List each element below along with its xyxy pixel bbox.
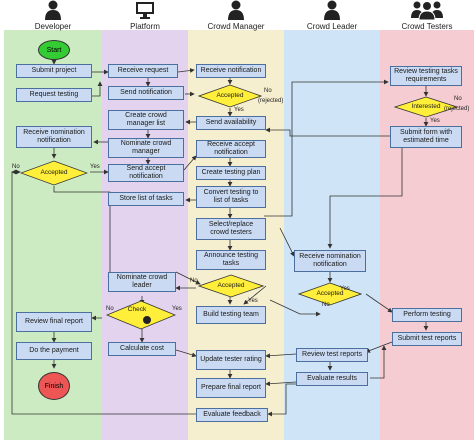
update-rating-box: Update tester rating [196, 350, 266, 370]
receive-notification-box: Receive notification [196, 64, 266, 78]
accepted-decision-manager-2 [198, 274, 264, 298]
decision-label: Accepted [216, 92, 244, 99]
branch-label: Yes [248, 298, 258, 304]
start-terminal: Start [38, 40, 70, 60]
decision-label: Accepted [217, 282, 245, 289]
receive-accept-box: Receive accept notification [196, 140, 266, 158]
decision-label: Accepted [316, 290, 344, 297]
create-manager-list-box: Create crowd manager list [108, 110, 184, 130]
branch-label: Yes [172, 306, 182, 312]
lane-title: Crowd Manager [207, 22, 265, 31]
request-testing-box: Request testing [16, 88, 92, 102]
select-testers-box: Select/replace crowd testers [196, 218, 266, 240]
header-developer: Developer [4, 0, 102, 32]
branch-label: Yes [90, 164, 100, 170]
lane-testers [380, 30, 474, 440]
interested-decision [394, 96, 458, 118]
decision-label: Accepted [40, 169, 68, 176]
announce-tasks-box: Announce testing tasks [196, 250, 266, 270]
nominate-manager-box: Nominate crowd manager [108, 138, 184, 158]
branch-label: No [264, 88, 272, 94]
lane-title: Developer [34, 22, 72, 31]
review-requirements-box: Review testing tasks requirements [390, 66, 462, 86]
lane-title: Crowd Leader [306, 22, 358, 31]
branch-label: (rejected) [258, 98, 284, 104]
lane-title: Crowd Testers [401, 22, 453, 31]
create-plan-box: Create testing plan [196, 166, 266, 180]
branch-label: Yes [234, 107, 244, 113]
branch-label: No [12, 164, 20, 170]
submit-project-box: Submit project [16, 64, 92, 78]
branch-label: No [322, 302, 330, 308]
receive-request-box: Receive request [108, 64, 178, 78]
branch-label: No [454, 96, 462, 102]
finish-terminal: Finish [38, 372, 70, 400]
prepare-report-box: Prepare final report [196, 378, 266, 398]
send-accept-box: Send accept notification [108, 164, 184, 182]
header-testers: Crowd Testers [380, 0, 474, 32]
decision-label: Check [127, 306, 147, 313]
group-icon [411, 1, 443, 20]
send-availability-box: Send availability [196, 116, 266, 130]
branch-label: No [106, 306, 114, 312]
person-icon [228, 0, 244, 20]
calculate-cost-box: Calculate cost [108, 342, 176, 356]
evaluate-feedback-box: Evaluate feedback [196, 408, 268, 422]
submit-form-box: Submit form with estimated time [390, 126, 462, 148]
branch-label: No [190, 278, 198, 284]
accepted-decision-manager [198, 84, 262, 108]
send-notification-box: Send notification [108, 86, 184, 100]
header-leader: Crowd Leader [284, 0, 380, 32]
receive-nomination-dev-box: Receive nomination notification [16, 126, 92, 148]
person-icon [324, 0, 340, 20]
header-manager: Crowd Manager [188, 0, 284, 32]
do-payment-box: Do the payment [16, 342, 92, 360]
person-icon [45, 0, 61, 20]
review-reports-box: Review test reports [296, 348, 368, 362]
lane-title: Platform [130, 22, 160, 31]
branch-label: (rejected) [444, 106, 470, 112]
build-team-box: Build testing team [196, 306, 266, 324]
monitor-icon [136, 2, 154, 19]
branch-label: Yes [340, 286, 350, 292]
receive-nomination-leader-box: Receive nomination notification [294, 250, 366, 272]
accepted-decision-dev [20, 160, 88, 186]
decision-label: Interested [411, 103, 441, 110]
check-decision [106, 300, 176, 330]
accepted-decision-leader [298, 282, 362, 306]
review-final-report-box: Review final report [16, 312, 92, 332]
submit-reports-box: Submit test reports [392, 332, 462, 346]
evaluate-results-box: Evaluate results [296, 372, 368, 386]
convert-testing-box: Convert testing to list of tasks [196, 186, 266, 208]
nominate-leader-box: Nominate crowd leader [108, 272, 176, 292]
store-tasks-box: Store list of tasks [108, 192, 184, 206]
perform-testing-box: Perform testing [392, 308, 462, 322]
branch-label: Yes [430, 118, 440, 124]
header-platform: Platform [102, 0, 188, 32]
